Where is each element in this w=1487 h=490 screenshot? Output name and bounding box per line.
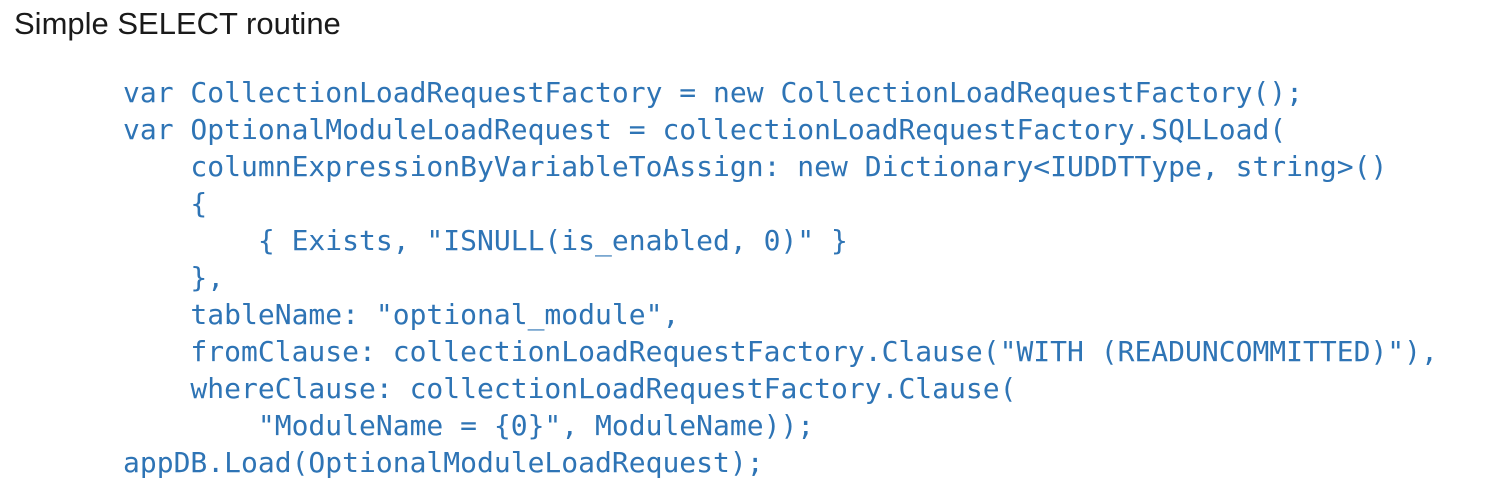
page-title: Simple SELECT routine <box>14 6 341 41</box>
code-block: var CollectionLoadRequestFactory = new C… <box>123 76 1438 479</box>
